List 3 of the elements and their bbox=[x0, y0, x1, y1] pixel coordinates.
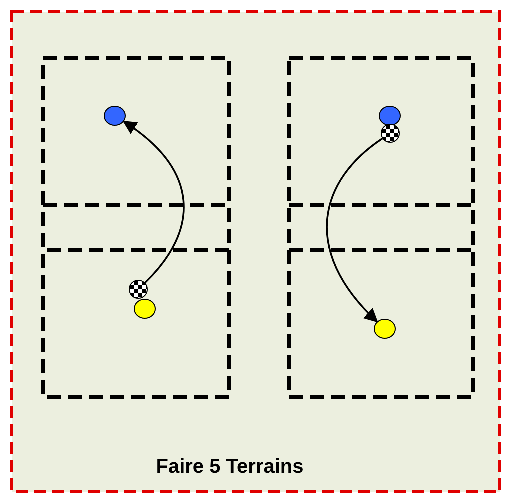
pass-arrow bbox=[122, 120, 185, 284]
pass-arrow bbox=[326, 138, 384, 323]
caption-text: Faire 5 Terrains bbox=[155, 456, 305, 479]
